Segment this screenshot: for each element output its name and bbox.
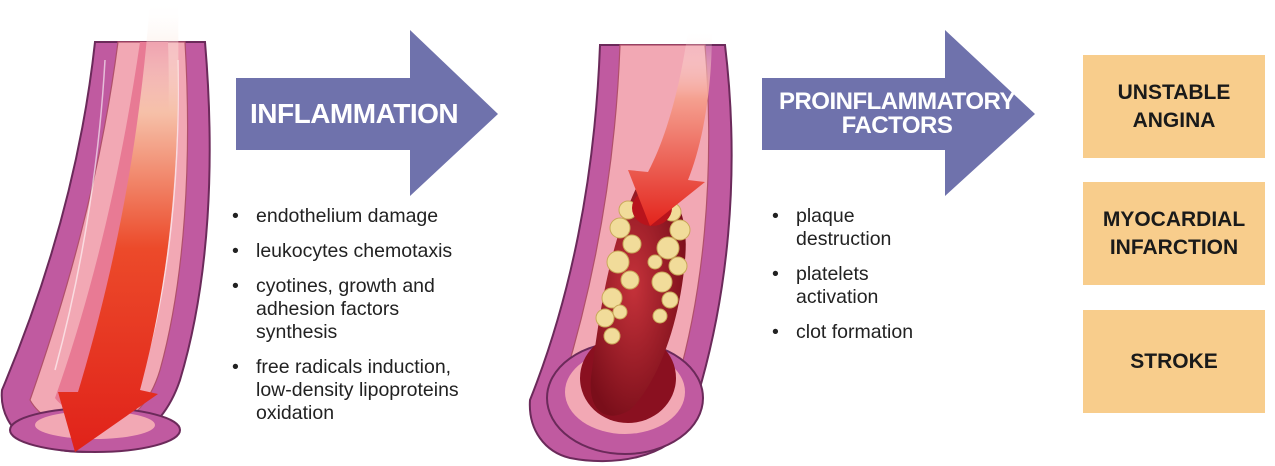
inflammation-label: INFLAMMATION xyxy=(250,98,458,130)
list-item: endothelium damage xyxy=(232,205,532,228)
list-item: cyotines, growth and adhesion factors sy… xyxy=(232,275,532,344)
proinflammatory-label: PROINFLAMMATORY FACTORS xyxy=(762,90,1032,138)
proinflammatory-label-line1: PROINFLAMMATORY xyxy=(762,90,1032,114)
list-item: clot formation xyxy=(772,321,992,344)
proinflammatory-effects-list: plaque destruction platelets activation … xyxy=(772,205,992,356)
list-item: plaque destruction xyxy=(772,205,992,251)
list-item: platelets activation xyxy=(772,263,992,309)
proinflammatory-label-line2: FACTORS xyxy=(762,114,1032,138)
outcome-stroke: STROKE xyxy=(1083,310,1265,413)
outcome-unstable-angina: UNSTABLE ANGINA xyxy=(1083,55,1265,158)
list-item: leukocytes chemotaxis xyxy=(232,240,532,263)
outcome-myocardial-infarction: MYOCARDIAL INFARCTION xyxy=(1083,182,1265,285)
inflammation-effects-list: endothelium damage leukocytes chemotaxis… xyxy=(232,205,532,437)
list-item: free radicals induction, low-density lip… xyxy=(232,356,532,425)
